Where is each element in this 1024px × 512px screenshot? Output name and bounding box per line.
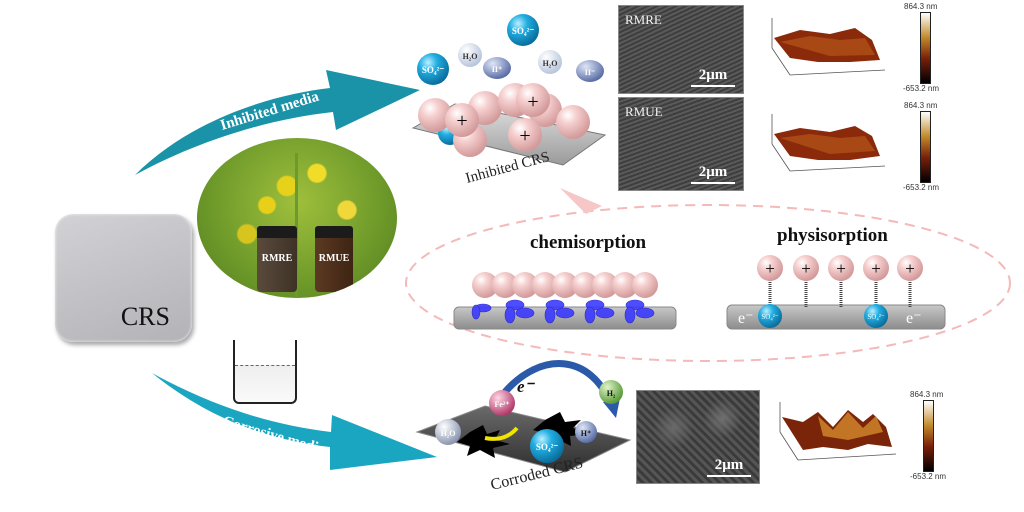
plant-stem [295, 153, 298, 298]
afm-plot-rmre [771, 18, 886, 76]
jar-rmue: RMUE [315, 226, 353, 292]
corroded-crs-illustration: H₂O Fe²⁺ e⁻ SO₄²⁻ H⁺ H₂ Corroded CRS [415, 377, 632, 494]
pit-icon [457, 425, 510, 458]
mechanism-ellipse [405, 204, 1011, 362]
sulfate-ion: SO₄²⁻ [417, 53, 449, 85]
scale-bar: 2μm [707, 457, 751, 477]
svg-text:SO₄²⁻: SO₄²⁻ [867, 313, 884, 321]
svg-text:+: + [836, 259, 846, 278]
svg-text:+: + [527, 91, 538, 113]
zoom-pointer [560, 188, 602, 214]
sem-label: RMRE [625, 12, 662, 27]
afm-colorbar-1 [920, 12, 931, 84]
crs-box: CRS [55, 214, 192, 342]
svg-text:SO₄²⁻: SO₄²⁻ [422, 65, 444, 75]
afm-plot-corroded [779, 402, 897, 461]
svg-text:H₂O: H₂O [463, 52, 478, 61]
afm-colorbar-2 [920, 111, 931, 183]
corrosive-media-arrow [152, 373, 437, 470]
cationic-inhibitors: + + + + + [757, 255, 923, 281]
svg-text:+: + [456, 110, 467, 132]
colorbar-min-label: -653.2 nm [903, 84, 940, 93]
electron-label: e⁻ [517, 377, 536, 396]
sulfate-ion: SO₄²⁻ [530, 429, 564, 463]
adsorbed-sulfate: SO₄²⁻ SO₄²⁻ [758, 304, 888, 328]
rapeseed-photo: RMRE RMUE [197, 138, 397, 298]
colorbar-min-label: -653.2 nm [903, 183, 940, 192]
orbital-lobes [471, 299, 655, 324]
svg-text:+: + [801, 259, 811, 278]
svg-text:H₂: H₂ [607, 389, 616, 398]
hydrogen-ion: H⁺ [575, 421, 597, 443]
scale-bar: 2μm [691, 67, 735, 87]
chemisorption-illustration [453, 272, 677, 330]
jar-rmre: RMRE [257, 226, 297, 292]
inhibited-media-arrow [135, 70, 420, 175]
afm-colorbar-3 [923, 400, 934, 472]
svg-text:H₂O: H₂O [543, 59, 558, 68]
sem-image-rmue: RMUE 2μm [618, 97, 744, 191]
electron-label: e⁻ [906, 310, 922, 327]
colorbar-max-label: 864.3 nm [910, 390, 944, 399]
water-molecule: H₂O [435, 419, 461, 445]
sulfate-ion: SO₄²⁻ [507, 14, 539, 46]
metal-rod [726, 304, 946, 330]
tethers [768, 280, 912, 308]
beaker-icon [233, 340, 297, 404]
sem-image-rmre: RMRE 2μm [618, 5, 744, 94]
svg-text:SO₄²⁻: SO₄²⁻ [761, 313, 778, 321]
jar-rmre-label: RMRE [261, 253, 293, 264]
water-molecule: H₂O [458, 43, 482, 67]
colorbar-max-label: 864.3 nm [904, 2, 938, 11]
svg-text:SO₄²⁻: SO₄²⁻ [536, 442, 558, 452]
hydrogen-ion: II⁺ [483, 57, 511, 79]
chemisorption-title: chemisorption [530, 232, 647, 253]
sem-image-corroded: 2μm [636, 390, 760, 484]
corroded-plate [415, 405, 632, 473]
inhibitor-sphere-row [472, 272, 658, 298]
svg-text:+: + [765, 259, 775, 278]
inhibitor-spheres: + + + [418, 83, 590, 157]
jar-rmue-label: RMUE [318, 253, 350, 264]
svg-text:SO₄²⁻: SO₄²⁻ [512, 26, 534, 36]
svg-text:Fe²⁺: Fe²⁺ [494, 400, 509, 409]
physisorption-illustration: + + + + + SO₄²⁻ SO₄²⁻ e⁻ e⁻ [726, 255, 946, 330]
crs-label: CRS [120, 302, 170, 331]
scale-bar: 2μm [691, 164, 735, 184]
svg-text:+: + [905, 259, 915, 278]
hydrogen-gas: H₂ [599, 380, 623, 404]
hydrogen-ion: II⁻ [576, 60, 604, 82]
afm-plot-rmue [771, 114, 886, 172]
water-molecule: H₂O [538, 50, 562, 74]
inhibited-crs-illustration: SO₄²⁻ H₂O II⁺ SO₄²⁻ H₂O II⁻ + + + Inhibi… [411, 14, 607, 187]
svg-text:II⁻: II⁻ [585, 68, 595, 77]
ferrous-ion: Fe²⁺ [489, 390, 515, 416]
svg-text:+: + [871, 259, 881, 278]
svg-text:II⁺: II⁺ [492, 65, 502, 74]
sem-label: RMUE [625, 104, 663, 119]
electron-label: e⁻ [738, 310, 754, 327]
svg-text:H⁺: H⁺ [581, 429, 591, 438]
physisorption-title: physisorption [777, 225, 888, 246]
colorbar-max-label: 864.3 nm [904, 101, 938, 110]
svg-text:H₂O: H₂O [441, 429, 456, 438]
svg-text:+: + [519, 125, 530, 147]
colorbar-min-label: -653.2 nm [910, 472, 947, 481]
